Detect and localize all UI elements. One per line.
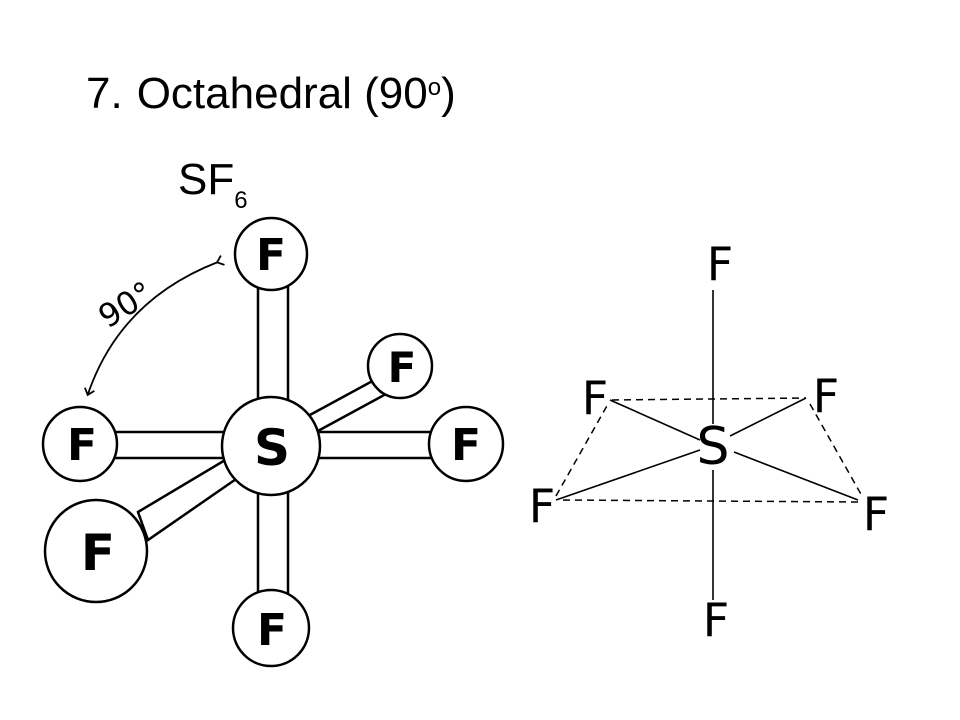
- f-label-front-left: F: [529, 479, 555, 533]
- atom-label: F: [81, 524, 115, 582]
- equatorial-bond-front-left: [555, 449, 701, 501]
- atom-fluorine-right: F: [427, 405, 505, 483]
- bond-right: [316, 430, 438, 460]
- ball-and-stick-model: F F F F F F S 90°: [41, 216, 505, 668]
- bond-left: [110, 430, 230, 460]
- equatorial-bond-back-left: [609, 399, 701, 441]
- f-label-back-left: F: [582, 371, 608, 425]
- atom-label: F: [257, 605, 287, 656]
- center-atom-label: S: [254, 419, 290, 477]
- atom-label: F: [256, 230, 286, 281]
- atom-label: F: [67, 420, 97, 471]
- title-close: ): [441, 69, 456, 118]
- angle-label: 90°: [92, 274, 160, 336]
- title-degree: o: [427, 74, 442, 101]
- atom-fluorine-top: F: [233, 216, 309, 292]
- title-text: Octahedral (90: [136, 69, 428, 118]
- equatorial-bond-back-right: [729, 397, 807, 437]
- bond-bottom: [256, 486, 290, 600]
- s-label-center: S: [696, 417, 729, 477]
- slide-title: 7. Octahedral (90o): [86, 72, 456, 116]
- bond-top: [256, 278, 290, 412]
- atom-fluorine-back-right: F: [366, 332, 434, 400]
- atom-fluorine-left: F: [41, 405, 119, 483]
- bond-angle-arrow: 90°: [84, 255, 225, 397]
- atom-label: F: [388, 343, 417, 392]
- atom-sulfur-center: S: [220, 395, 322, 497]
- formula-main: SF: [178, 155, 235, 204]
- f-label-top: F: [707, 237, 733, 291]
- f-label-back-right: F: [813, 369, 839, 423]
- formula-subscript: 6: [234, 186, 248, 214]
- equatorial-plane-outline: [555, 397, 863, 503]
- f-label-bottom: F: [703, 593, 729, 647]
- atom-fluorine-front-left: F: [43, 498, 149, 604]
- f-label-front-right: F: [863, 487, 889, 541]
- equatorial-bond-front-right: [733, 451, 859, 501]
- atom-label: F: [451, 420, 481, 471]
- molecule-formula: SF6: [178, 155, 248, 213]
- title-number: 7.: [86, 69, 123, 118]
- line-drawing-model: F F F F F F S: [529, 237, 889, 647]
- atom-fluorine-bottom: F: [231, 588, 311, 668]
